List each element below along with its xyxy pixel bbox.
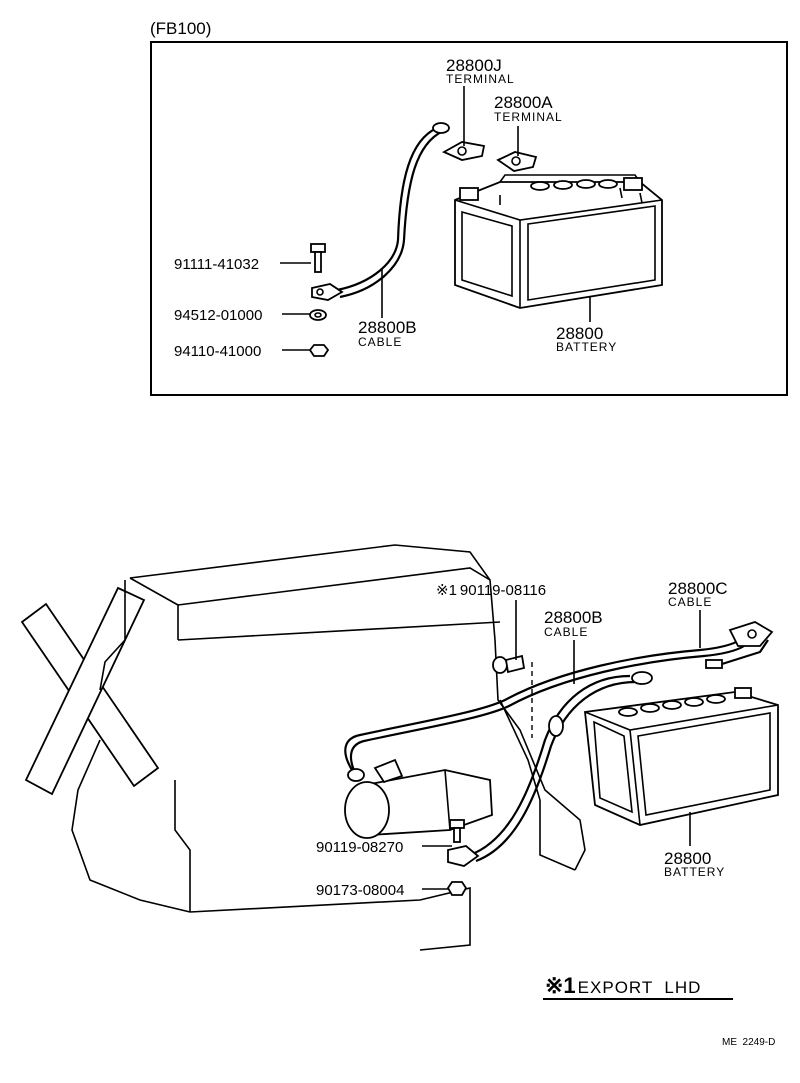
battery-number-bottom: 28800 xyxy=(664,849,711,868)
cable-b-number-bottom: 28800B xyxy=(544,608,603,627)
bolt-drawing-bottom xyxy=(449,819,465,843)
x-mark xyxy=(20,586,160,796)
clamp-drawing xyxy=(492,654,526,674)
washer-drawing-top xyxy=(309,309,327,321)
terminal-j-name: TERMINAL xyxy=(446,72,515,86)
cable-c-number: 28800C xyxy=(668,579,728,598)
terminal-a-number: 28800A xyxy=(494,93,553,112)
terminal-a-name: TERMINAL xyxy=(494,110,563,124)
footer-code: ME 2249-D xyxy=(722,1037,775,1048)
cable-b-name-bottom: CABLE xyxy=(544,625,588,639)
legend-label: EXPORT LHD xyxy=(578,978,702,997)
clamp-mark: ※1 xyxy=(436,582,457,599)
battery-number-top: 28800 xyxy=(556,324,603,343)
model-label: (FB100) xyxy=(150,19,211,38)
cable-c-name: CABLE xyxy=(668,595,712,609)
terminal-j-number: 28800J xyxy=(446,56,502,75)
bolt-drawing-top xyxy=(310,243,326,273)
cable-number-top: 28800B xyxy=(358,318,417,337)
battery-drawing-top xyxy=(454,174,663,309)
washer-number-top: 94512-01000 xyxy=(174,307,262,324)
terminal-j-drawing xyxy=(441,141,486,161)
clamp-number: 90119-08116 xyxy=(460,582,546,599)
battery-drawing-bottom xyxy=(584,687,779,826)
nut-number-bottom: 90173-08004 xyxy=(316,882,404,899)
battery-name-bottom: BATTERY xyxy=(664,865,725,879)
cable-c-drawing xyxy=(344,621,774,782)
legend-mark: ※1 xyxy=(545,973,576,998)
terminal-a-drawing xyxy=(496,151,538,172)
battery-name-top: BATTERY xyxy=(556,340,617,354)
bolt-number-top: 91111-41032 xyxy=(174,256,259,273)
nut-drawing-bottom xyxy=(446,881,468,896)
starter-motor-drawing xyxy=(344,758,493,839)
nut-number-top: 94110-41000 xyxy=(174,343,261,360)
cable-name-top: CABLE xyxy=(358,335,402,349)
nut-drawing-top xyxy=(308,344,330,357)
cable-drawing-top xyxy=(311,122,450,301)
top-panel-frame xyxy=(150,41,788,396)
bolt-number-bottom: 90119-08270 xyxy=(316,839,403,856)
cable-b-drawing-bottom xyxy=(447,671,653,867)
